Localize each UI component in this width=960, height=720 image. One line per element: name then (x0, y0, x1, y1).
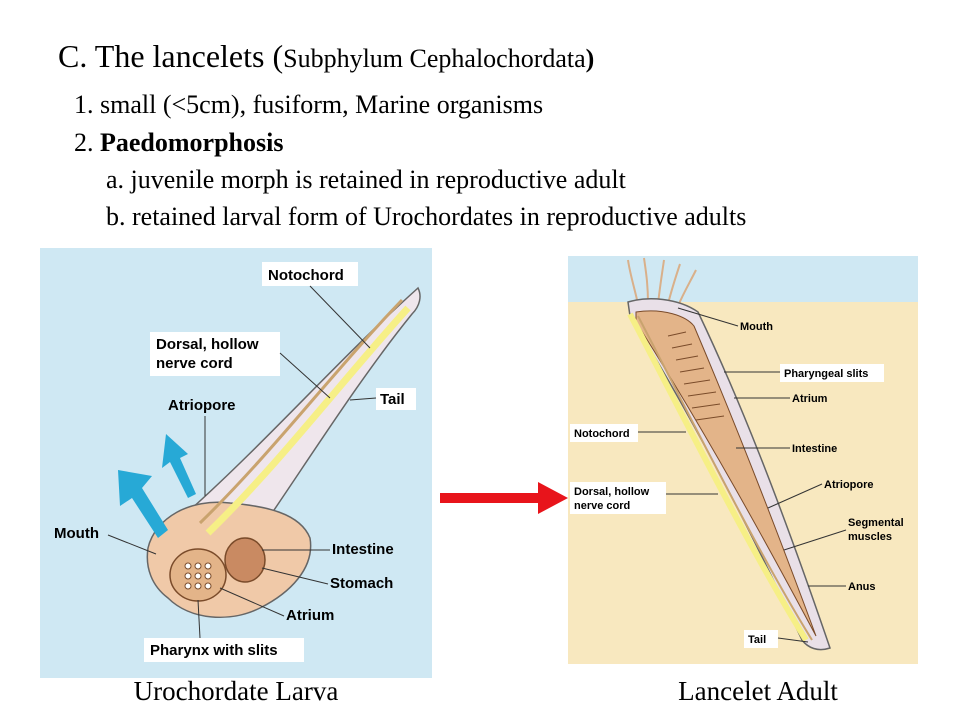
title-close-paren: ) (585, 44, 595, 73)
svg-text:Atriopore: Atriopore (168, 397, 236, 414)
larva-stomach (224, 537, 266, 583)
larva-notochord-label: Notochord (262, 262, 371, 349)
svg-text:Atrium: Atrium (792, 393, 828, 405)
svg-text:Notochord: Notochord (574, 428, 630, 440)
lancelet-adult-diagram: Mouth Pharyngeal slits Atrium Notochord … (568, 256, 918, 664)
svg-text:Dorsal, hollow: Dorsal, hollow (574, 486, 650, 498)
point-2: 2. Paedomorphosis (74, 128, 283, 158)
svg-text:Mouth: Mouth (54, 525, 99, 542)
adult-segmental-muscles-label: Segmental muscles (783, 517, 904, 551)
svg-text:Atriopore: Atriopore (824, 479, 874, 491)
title-subphylum: Subphylum Cephalochordata (283, 44, 586, 73)
point-1: 1. small (<5cm), fusiform, Marine organi… (74, 90, 544, 119)
adult-anus-label: Anus (808, 581, 876, 593)
slide-title: C. The lancelets (Subphylum Cephalochord… (58, 38, 594, 75)
adult-tail-label: Tail (744, 630, 809, 648)
svg-text:Intestine: Intestine (332, 541, 394, 558)
svg-text:Notochord: Notochord (268, 267, 344, 284)
point-2-term: Paedomorphosis (100, 128, 284, 157)
title-prefix: C. The lancelets (58, 38, 273, 74)
svg-text:muscles: muscles (848, 531, 892, 543)
adult-atriopore-label: Atriopore (767, 479, 874, 509)
transition-arrow (440, 482, 568, 514)
larva-nerve-cord-label: Dorsal, hollow nerve cord (150, 332, 331, 399)
larva-outflow-arrow (162, 434, 196, 498)
adult-mouth-label: Mouth (677, 307, 773, 333)
adult-intestine-label: Intestine (736, 443, 837, 455)
point-2b: b. retained larval form of Urochordates … (106, 202, 747, 231)
adult-muscles (635, 310, 817, 637)
svg-text:Stomach: Stomach (330, 575, 393, 592)
svg-text:Tail: Tail (748, 634, 766, 646)
caption-urochordate-larva: Urochordate Larva (133, 676, 339, 706)
adult-pharyngeal-slits-label: Pharyngeal slits (724, 364, 884, 382)
larva-tail-label: Tail (349, 388, 416, 410)
adult-nerve-cord (637, 315, 813, 641)
adult-pharyngeal-slits (667, 331, 725, 421)
larva-intestine-label: Intestine (262, 541, 394, 558)
title-open-paren: ( (272, 38, 284, 74)
svg-text:Pharyngeal slits: Pharyngeal slits (784, 368, 868, 380)
adult-notochord (627, 312, 809, 642)
larva-mouth-label: Mouth (54, 525, 157, 555)
larva-nerve-cord (198, 298, 404, 525)
svg-text:Dorsal, hollow: Dorsal, hollow (156, 336, 259, 353)
svg-text:Segmental: Segmental (848, 517, 904, 529)
svg-text:Mouth: Mouth (740, 321, 773, 333)
svg-text:nerve cord: nerve cord (574, 500, 630, 512)
caption-lancelet-adult: Lancelet Adult (678, 676, 838, 706)
adult-notochord-label: Notochord (570, 424, 686, 442)
adult-atrium-label: Atrium (734, 393, 828, 405)
svg-text:nerve cord: nerve cord (156, 355, 233, 372)
svg-text:Anus: Anus (848, 581, 876, 593)
larva-pharynx-label: Pharynx with slits (144, 599, 304, 662)
point-2a: a. juvenile morph is retained in reprodu… (106, 165, 626, 194)
urochordate-larva-diagram: Notochord Dorsal, hollow nerve cord Tail… (40, 248, 432, 678)
svg-text:Tail: Tail (380, 391, 405, 408)
larva-atriopore-label: Atriopore (168, 397, 236, 496)
larva-stomach-label: Stomach (261, 567, 393, 592)
svg-text:Intestine: Intestine (792, 443, 837, 455)
adult-nerve-cord-label: Dorsal, hollow nerve cord (570, 482, 718, 514)
svg-text:Atrium: Atrium (286, 607, 334, 624)
adult-water (568, 256, 918, 302)
point-2-number: 2. (74, 128, 100, 157)
larva-notochord (205, 305, 411, 536)
svg-text:Pharynx with slits: Pharynx with slits (150, 642, 278, 659)
larva-inflow-arrow (118, 470, 168, 538)
larva-gill-slits (184, 562, 212, 590)
larva-atrium-label: Atrium (219, 587, 334, 624)
